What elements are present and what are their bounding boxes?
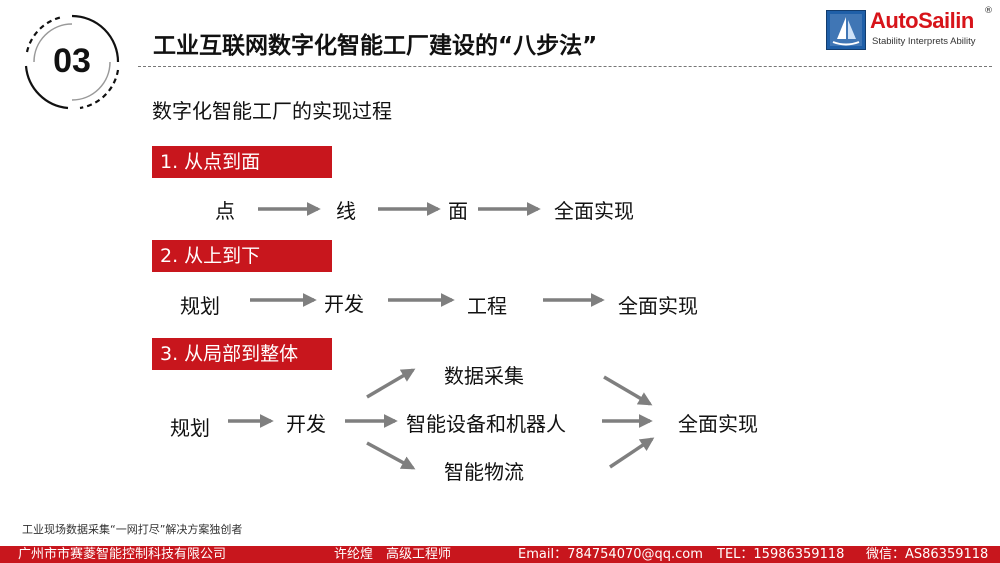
badge-circle-icon xyxy=(24,14,120,110)
step-planning-2: 规划 xyxy=(180,294,220,318)
header-divider xyxy=(138,66,992,67)
arrow-3e xyxy=(603,375,653,406)
footer-tel: TEL：15986359118 xyxy=(717,547,845,562)
logo-tagline: Stability Interprets Ability xyxy=(872,36,976,47)
branch-data-collection: 数据采集 xyxy=(444,364,524,388)
registered-mark: ® xyxy=(984,6,993,16)
step-full-implementation-1: 全面实现 xyxy=(554,199,634,223)
section-number-badge: 03 xyxy=(18,8,126,116)
company-logo: AutoSailin ® Stability Interprets Abilit… xyxy=(826,6,993,50)
page-title: 工业互联网数字化智能工厂建设的“八步法” xyxy=(153,33,598,59)
branch-smart-equipment-robots: 智能设备和机器人 xyxy=(406,412,566,436)
step-point: 点 xyxy=(215,199,235,223)
arrow-3g xyxy=(609,437,655,469)
step-engineering: 工程 xyxy=(467,294,507,318)
section-2-label: 2. 从上到下 xyxy=(152,240,332,272)
step-full-implementation-2: 全面实现 xyxy=(618,294,698,318)
section-3-label: 3. 从局部到整体 xyxy=(152,338,332,370)
footer-wechat: 微信：AS86359118 xyxy=(866,547,989,562)
arrow-3d xyxy=(366,441,416,470)
sail-logo-icon xyxy=(826,10,866,50)
section-number: 03 xyxy=(53,42,91,80)
step-surface: 面 xyxy=(448,199,468,223)
step-development-2: 开发 xyxy=(324,292,364,316)
footer-person: 许纶煌 高级工程师 xyxy=(334,547,452,562)
arrow-3b xyxy=(366,368,416,399)
footer-bar: 广州市市赛菱智能控制科技有限公司 许纶煌 高级工程师 Email：7847540… xyxy=(0,546,1000,563)
section-1-label: 1. 从点到面 xyxy=(152,146,332,178)
step-planning-3: 规划 xyxy=(170,416,210,440)
footer-note: 工业现场数据采集“一网打尽”解决方案独创者 xyxy=(22,523,243,536)
logo-wordmark: AutoSailin xyxy=(870,8,974,33)
branch-smart-logistics: 智能物流 xyxy=(444,460,524,484)
step-full-implementation-3: 全面实现 xyxy=(678,412,758,436)
footer-company: 广州市市赛菱智能控制科技有限公司 xyxy=(18,547,227,562)
step-development-3: 开发 xyxy=(286,412,326,436)
step-line: 线 xyxy=(336,199,356,223)
footer-email: Email：784754070@qq.com xyxy=(518,547,703,562)
subtitle: 数字化智能工厂的实现过程 xyxy=(152,99,392,123)
